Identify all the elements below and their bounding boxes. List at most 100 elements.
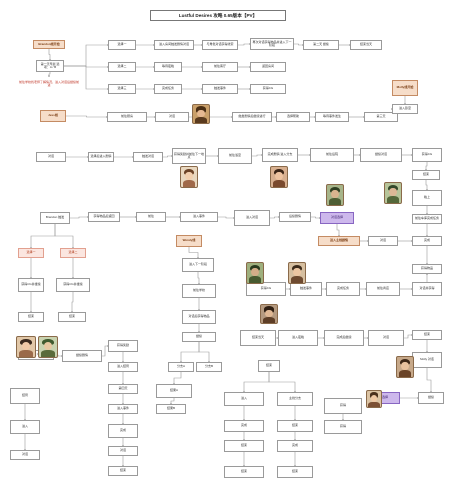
character-portrait-5: [270, 166, 288, 188]
flow-node-n82: 完成: [108, 424, 138, 438]
flow-node-n79: 进入结局: [108, 362, 138, 372]
portrait-face: [293, 268, 301, 277]
connector-n18-n19: [66, 115, 107, 118]
portrait-face: [265, 309, 273, 317]
connector-n39-n40: [70, 216, 88, 219]
portrait-hair: [263, 306, 275, 313]
connector-n41-n53: [336, 224, 340, 236]
flow-node-n66: 完成任务: [326, 282, 360, 296]
portrait-body: [182, 180, 196, 187]
flow-node-n40: 获得物品后返回: [88, 212, 120, 222]
connector-n2-n4: [64, 44, 108, 67]
flow-node-n86: 继续: [418, 392, 444, 404]
portrait-hair: [399, 358, 411, 366]
flow-node-n59: 继续: [182, 332, 216, 342]
flow-node-n19: 前往厨房: [107, 112, 147, 122]
flow-node-n1: Brandon线开始: [33, 40, 65, 49]
connector-n10-n13: [238, 43, 250, 46]
connector-n2-n3: [48, 72, 51, 76]
flow-node-n41: 对话选择: [320, 212, 354, 224]
flow-node-n45: 进入对话: [234, 210, 270, 226]
flow-node-n30: 获得奖励并前往下一地点: [172, 148, 206, 164]
flow-node-n67: 前往商店: [366, 282, 400, 296]
portrait-hair: [183, 168, 195, 176]
flow-node-n17: 结束当天: [350, 40, 382, 50]
flow-node-n94: 完成: [224, 420, 264, 432]
portrait-hair: [249, 264, 261, 272]
flow-node-n61: 分支B: [196, 362, 222, 372]
flow-node-n60: 分支A: [168, 362, 194, 372]
flow-node-n15: 获得CG: [250, 84, 286, 94]
flow-node-n50: 获得CG并继续: [56, 278, 90, 292]
flow-node-n78: 获得奖励: [108, 340, 138, 352]
connector-n2-n6: [64, 65, 108, 90]
portrait-body: [328, 198, 342, 205]
flow-node-n99: 结束: [224, 466, 264, 478]
flow-node-n7: 进入房间触发剧情对话: [154, 40, 194, 50]
connector-n29-n30: [163, 155, 172, 158]
flow-node-n100: 结束: [277, 466, 313, 478]
flow-node-n90: 结束: [258, 360, 280, 372]
character-portrait-6: [326, 184, 344, 206]
connector-n59-n60: [180, 342, 200, 362]
flow-node-n18: Jess线: [40, 110, 66, 122]
flow-node-n72: 完成后继续: [324, 330, 364, 346]
flow-node-n31: 前往浴室: [218, 148, 252, 164]
flow-node-n14: 返回房间: [250, 62, 286, 72]
flow-node-n32: 完成剧情 进入分支: [262, 148, 298, 162]
flow-node-n49: 获得CG并继续: [18, 278, 44, 292]
flow-node-n12: 触发事件: [202, 84, 238, 94]
flow-node-n11: 前往客厅: [202, 62, 238, 72]
flow-node-n55: 完成: [412, 236, 442, 246]
portrait-face: [370, 395, 378, 402]
flow-node-n71: 进入夜晚: [278, 330, 318, 346]
flow-node-n96: 获得: [324, 420, 362, 434]
connector-n60-n62: [173, 372, 182, 384]
flow-node-n21: 触发剧情后继续进行: [232, 112, 272, 122]
character-portrait-11: [396, 356, 414, 378]
flow-node-n97: 结束: [224, 440, 264, 452]
flow-node-n58: 对话后获得物品: [182, 310, 216, 324]
portrait-body: [18, 350, 34, 357]
connector-arrowhead: [48, 75, 50, 77]
portrait-body: [40, 350, 56, 357]
portrait-body: [262, 316, 276, 323]
flow-node-n65: 触发事件: [290, 282, 322, 296]
flow-node-n52: 结束: [58, 312, 86, 322]
flow-node-n51: 结束: [18, 312, 44, 322]
flow-node-n64: 获得CG: [246, 282, 286, 296]
portrait-body: [368, 401, 380, 407]
flow-node-n84: 结束: [108, 466, 138, 476]
portrait-face: [251, 268, 259, 277]
flow-node-n74: 结束: [412, 330, 442, 340]
flow-node-n23: 等待事件发生: [315, 112, 349, 122]
flow-node-n34: 继续对话: [360, 148, 402, 162]
portrait-body: [248, 276, 262, 283]
connector-n62-n63: [170, 398, 175, 404]
flow-node-n42: 前往: [136, 212, 166, 222]
connector-n39-n48: [54, 224, 74, 248]
connector-n39-n47: [30, 224, 56, 248]
portrait-face: [22, 342, 30, 351]
portrait-hair: [387, 184, 399, 192]
portrait-hair: [291, 264, 303, 272]
flow-node-n81: 进入事件: [108, 404, 138, 414]
flow-node-n73: 对话: [368, 330, 404, 346]
flow-node-n8: 等待夜晚: [154, 62, 182, 72]
flow-node-n9: 完成任务: [154, 84, 182, 94]
flow-node-n13: 再次对话获得物品并进入下一阶段: [250, 38, 294, 50]
flow-node-n83: 对话: [108, 446, 138, 456]
character-portrait-8: [246, 262, 264, 284]
character-portrait-10: [260, 304, 278, 324]
connector-n44-n56: [188, 247, 199, 258]
flow-node-n98: 完成: [277, 440, 313, 452]
flow-node-n10: 与角色对话获得线索: [202, 40, 238, 50]
flow-node-n33: 前往后院: [310, 148, 354, 162]
flow-node-n5: 选择二: [108, 62, 136, 72]
flow-node-n27: 对话: [36, 152, 66, 162]
character-portrait-1: [192, 104, 210, 124]
flow-node-n62: 结果A: [156, 384, 192, 398]
flow-node-n92: 主线分支: [277, 392, 313, 406]
connector-n1-n2: [48, 49, 51, 60]
character-portrait-12: [366, 390, 382, 408]
